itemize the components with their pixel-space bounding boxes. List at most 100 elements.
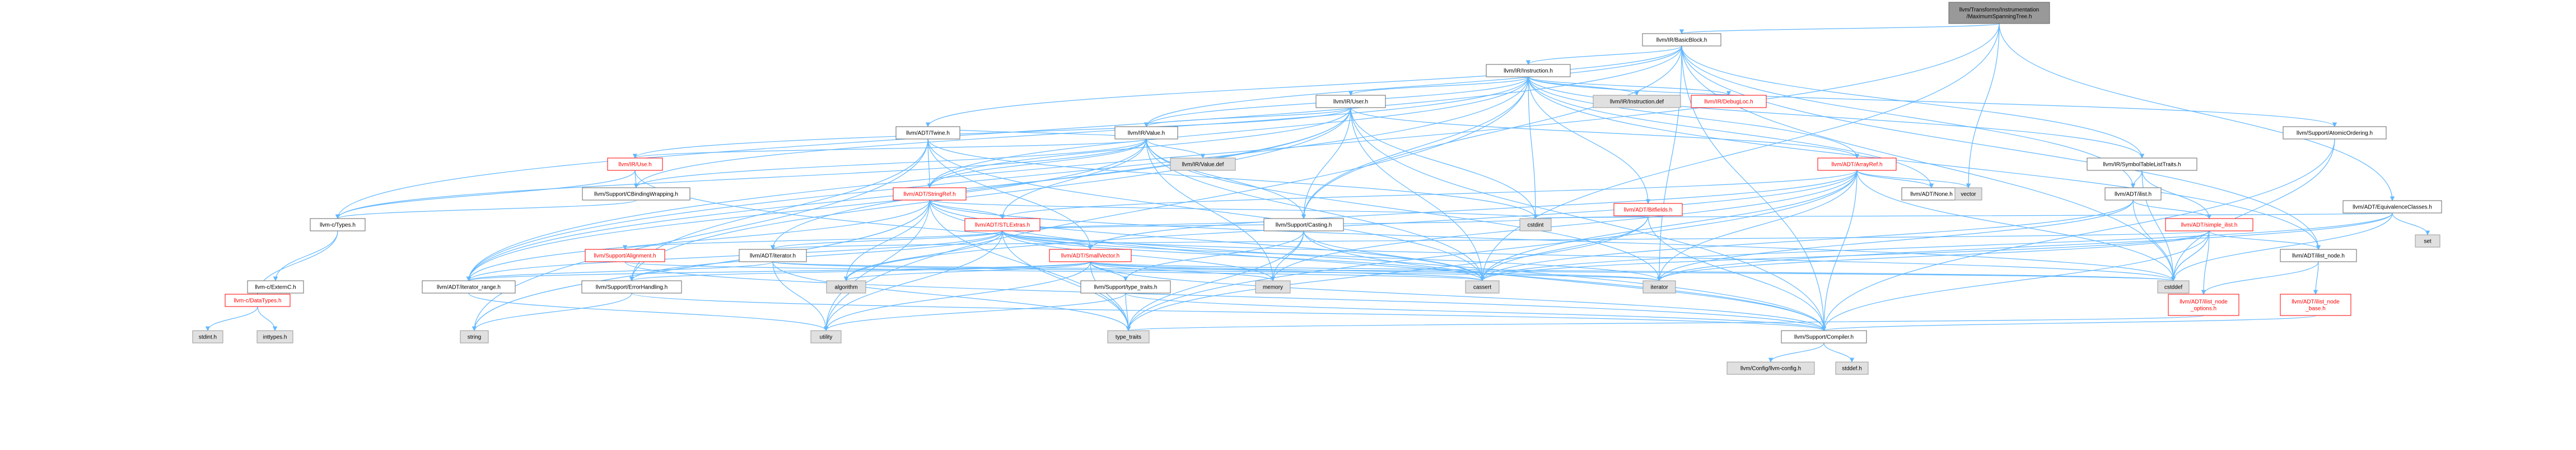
- node-label: llvm/Support/ErrorHandling.h: [596, 285, 668, 291]
- node-label: llvm/IR/Value.def: [1182, 162, 1224, 168]
- dependency-edge-user-to-use: [633, 107, 1351, 159]
- node-value[interactable]: llvm/IR/Value.h: [1114, 126, 1178, 140]
- node-label: llvm/Support/Alignment.h: [594, 253, 656, 259]
- node-twine[interactable]: llvm/ADT/Twine.h: [895, 126, 960, 140]
- node-label: llvm/Support/type_traits.h: [1094, 285, 1158, 291]
- node-box: [810, 330, 842, 344]
- node-atomic[interactable]: llvm/Support/AtomicOrdering.h: [2283, 126, 2387, 140]
- node-user[interactable]: llvm/IR/User.h: [1315, 95, 1386, 108]
- dependency-edge-stlextras-to-iterator: [770, 230, 1003, 250]
- node-layer: llvm/Transforms/Instrumentation/MaximumS…: [192, 2, 2442, 375]
- node-config[interactable]: llvm/Config/llvm-config.h: [1726, 361, 1815, 375]
- dependency-edge-stlextras-to-iterrange: [466, 230, 1003, 281]
- node-iteratorstd[interactable]: iterator: [1642, 280, 1676, 294]
- dependency-edge-smallvector-to-cstddef: [1090, 261, 2176, 281]
- node-cdatatypes[interactable]: llvm-c/DataTypes.h: [225, 294, 291, 307]
- dependency-edge-use-to-compiler: [634, 170, 1827, 331]
- dependency-edge-ctypes-to-externc: [273, 230, 338, 281]
- node-inst[interactable]: llvm/IR/Instruction.h: [1486, 64, 1571, 77]
- node-box: [460, 330, 489, 344]
- node-equiv[interactable]: llvm/ADT/EquivalenceClasses.h: [2342, 200, 2442, 214]
- node-label: llvm-c/DataTypes.h: [234, 298, 281, 304]
- node-symtab[interactable]: llvm/IR/SymbolTableListTraits.h: [2087, 157, 2197, 171]
- node-label: llvm/IR/DebugLoc.h: [1704, 99, 1753, 105]
- dependency-edge-arrayref-to-smallvector: [1088, 170, 1858, 250]
- node-box: [256, 330, 293, 344]
- dependency-edge-arrayref-to-stlextras: [1000, 170, 1858, 219]
- node-none[interactable]: llvm/ADT/None.h: [1901, 187, 1962, 201]
- node-memory[interactable]: memory: [1255, 280, 1291, 294]
- node-externc[interactable]: llvm-c/ExternC.h: [247, 280, 304, 294]
- node-stdint[interactable]: stdint.h: [192, 330, 223, 344]
- node-box: [1519, 218, 1552, 231]
- node-inttypes[interactable]: inttypes.h: [256, 330, 293, 344]
- node-stringref[interactable]: llvm/ADT/StringRef.h: [893, 187, 967, 201]
- node-iterator[interactable]: llvm/ADT/iterator.h: [739, 249, 807, 262]
- node-box: [581, 280, 682, 294]
- node-label: algorithm: [834, 285, 857, 291]
- node-box: [2283, 126, 2387, 140]
- node-algorithm[interactable]: algorithm: [826, 280, 866, 294]
- node-utility[interactable]: utility: [810, 330, 842, 344]
- dependency-edge-simpleilist-to-iteratorstd: [1656, 230, 2210, 281]
- node-cbind[interactable]: llvm/Support/CBindingWrapping.h: [582, 187, 690, 201]
- dependency-edge-value-to-casting: [1146, 138, 1306, 219]
- node-typetraitsh[interactable]: llvm/Support/type_traits.h: [1080, 280, 1171, 294]
- node-label: llvm/Support/AtomicOrdering.h: [2297, 131, 2373, 137]
- dependency-edge-smallvector-to-cassert: [1090, 261, 1485, 281]
- node-casting[interactable]: llvm/Support/Casting.h: [1263, 218, 1344, 231]
- node-label: inttypes.h: [263, 335, 287, 341]
- dependency-edge-iterator-to-typetraits: [772, 261, 1131, 331]
- node-ilist[interactable]: llvm/ADT/ilist.h: [2104, 187, 2162, 201]
- node-alignment[interactable]: llvm/Support/Alignment.h: [585, 249, 665, 262]
- node-smallvector[interactable]: llvm/ADT/SmallVector.h: [1049, 249, 1132, 262]
- node-box: [1781, 330, 1867, 344]
- node-box: [2280, 249, 2357, 262]
- node-set[interactable]: set: [2415, 234, 2440, 248]
- node-box: [739, 249, 807, 262]
- node-ctypes[interactable]: llvm-c/Types.h: [310, 218, 366, 231]
- node-stlextras[interactable]: llvm/ADT/STLExtras.h: [964, 218, 1040, 231]
- node-box: [1835, 361, 1869, 375]
- node-vector[interactable]: vector: [1954, 187, 1982, 201]
- node-cassert[interactable]: cassert: [1465, 280, 1500, 294]
- node-box: [1255, 280, 1291, 294]
- node-cstddef[interactable]: cstddef: [2157, 280, 2190, 294]
- node-root[interactable]: llvm/Transforms/Instrumentation/MaximumS…: [1948, 2, 2050, 24]
- node-simpleilist[interactable]: llvm/ADT/simple_ilist.h: [2165, 218, 2253, 231]
- node-compiler[interactable]: llvm/Support/Compiler.h: [1781, 330, 1867, 344]
- dependency-edge-user-to-stringref: [927, 107, 1351, 188]
- dependency-edge-user-to-cassert: [1350, 107, 1485, 281]
- node-ilistnode[interactable]: llvm/ADT/ilist_node.h: [2280, 249, 2357, 262]
- dependency-edge-bb-to-casting: [1301, 45, 1682, 219]
- node-cstdint[interactable]: cstdint: [1519, 218, 1552, 231]
- node-stddef[interactable]: stddef.h: [1835, 361, 1869, 375]
- dependency-edge-twine-to-string: [472, 138, 928, 331]
- dependency-edge-smallvector-to-memory: [1090, 261, 1276, 281]
- node-iterrange[interactable]: llvm/ADT/iterator_range.h: [422, 280, 516, 294]
- node-label: utility: [820, 335, 833, 341]
- node-string[interactable]: string: [460, 330, 489, 344]
- node-label: llvm/ADT/ArrayRef.h: [1831, 162, 1882, 168]
- dependency-edge-inst-to-arrayref: [1528, 76, 1860, 159]
- dependency-edge-user-to-arrayref: [1350, 107, 1860, 159]
- node-typetraits[interactable]: type_traits: [1107, 330, 1150, 344]
- dependency-edge-stringref-to-string: [472, 200, 930, 331]
- node-arrayref[interactable]: llvm/ADT/ArrayRef.h: [1817, 157, 1897, 171]
- node-debugloc[interactable]: llvm/IR/DebugLoc.h: [1691, 95, 1767, 108]
- dependency-edge-stlextras-to-typetraits: [1002, 230, 1131, 331]
- dependency-edge-alignment-to-cassert: [624, 261, 1485, 281]
- node-label: /MaximumSpanningTree.h: [1967, 14, 2032, 20]
- node-bitfields[interactable]: llvm/ADT/Bitfields.h: [1613, 203, 1683, 216]
- node-ilistnodebase[interactable]: llvm/ADT/ilist_node_base.h: [2280, 294, 2351, 316]
- node-errhandling[interactable]: llvm/Support/ErrorHandling.h: [581, 280, 682, 294]
- node-ilistnodeopts[interactable]: llvm/ADT/ilist_node_options.h: [2168, 294, 2239, 316]
- node-valuedef[interactable]: llvm/IR/Value.def: [1170, 157, 1236, 171]
- node-label: llvm/ADT/EquivalenceClasses.h: [2353, 205, 2432, 211]
- node-bb[interactable]: llvm/IR/BasicBlock.h: [1642, 33, 1721, 47]
- dependency-edge-user-to-cstdint: [1350, 107, 1538, 219]
- dependency-edge-stringref-to-cstddef: [929, 200, 2176, 281]
- node-use[interactable]: llvm/IR/Use.h: [607, 157, 663, 171]
- node-instdef[interactable]: llvm/IR/Instruction.def: [1593, 95, 1681, 108]
- dependency-edge-smallvector-to-algorithm: [843, 261, 1091, 281]
